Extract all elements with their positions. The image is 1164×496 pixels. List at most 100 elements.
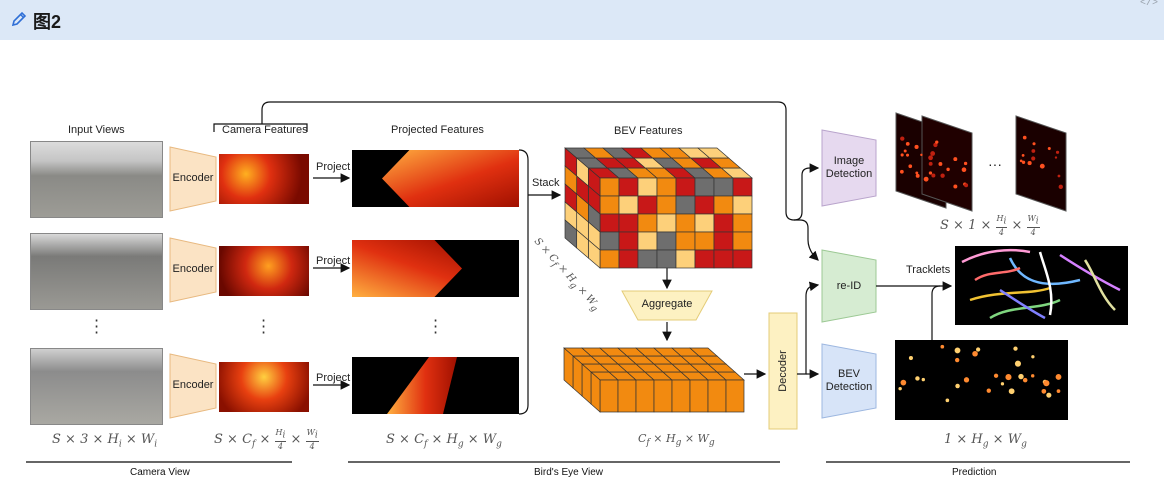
input-view-photo-2 — [30, 233, 163, 310]
project-label-2: Project — [316, 255, 351, 267]
bev-front-cell — [618, 213, 639, 233]
bev-front-cell — [694, 231, 715, 251]
flat-front-cell — [617, 379, 637, 413]
encoder-shape-2 — [169, 237, 217, 303]
bev-detection-dot — [975, 347, 981, 352]
aggregate-label: Aggregate — [641, 298, 693, 310]
decoder-box — [768, 312, 798, 430]
prediction-section-label: Prediction — [952, 467, 997, 478]
vertical-ellipsis-1: ··· — [94, 311, 100, 342]
heatmap-dot — [920, 153, 923, 157]
bev-front-cell — [656, 177, 677, 197]
bev-detection-dot — [963, 377, 970, 383]
bev-front-cell — [732, 249, 753, 269]
heatmap-dot — [946, 167, 950, 172]
bev-front-cell — [618, 249, 639, 269]
bev-detection-panel — [895, 340, 1068, 420]
flat-front-cell — [599, 379, 619, 413]
project-label-3: Project — [316, 372, 351, 384]
bev-detection-dot — [993, 373, 999, 378]
stack-label: Stack — [532, 177, 560, 189]
bev-detection-dot — [1041, 388, 1047, 394]
bev-detection-dot — [1022, 377, 1028, 383]
input-shape-formula: S × 3 × Hi × Wi — [52, 432, 158, 450]
bev-front-cell — [637, 249, 658, 269]
pencil-icon[interactable] — [10, 10, 28, 28]
image-detection-label: Image Detection — [825, 155, 873, 180]
reid-label: re-ID — [836, 280, 862, 292]
bev-detection-dot — [1046, 392, 1052, 398]
bev-front-cell — [675, 249, 696, 269]
camera-features-bracket — [213, 123, 308, 132]
heatmap-dot — [1047, 147, 1051, 151]
bev-front-cell — [713, 213, 734, 233]
bev-front-cell — [713, 177, 734, 197]
skip-connection-line — [261, 101, 809, 240]
bev-front-cell — [732, 195, 753, 215]
figure-title: 图2 — [33, 12, 62, 32]
encoder-shape-3 — [169, 353, 217, 419]
bev-detection-dot — [1014, 360, 1021, 367]
vertical-ellipsis-3: ··· — [433, 311, 439, 342]
heatmap-dot — [1055, 150, 1060, 154]
heatmap-dot — [953, 184, 958, 189]
heatmap-dot — [963, 161, 968, 166]
image-detection-branch — [793, 163, 820, 221]
bev-front-cell — [656, 213, 677, 233]
birds-eye-view-section-label: Bird's Eye View — [534, 467, 603, 478]
bev-detection-dot — [945, 398, 950, 403]
heatmap-dot — [928, 161, 933, 166]
bev-front-cell — [618, 177, 639, 197]
bev-detection-dot — [915, 376, 920, 381]
flat-front-cell — [689, 379, 709, 413]
reid-branch — [807, 239, 819, 261]
bev-features-grid — [564, 147, 753, 269]
heatmap-dot — [905, 153, 910, 157]
bev-front-cell — [637, 195, 658, 215]
heatmap-dot — [938, 162, 943, 166]
bev-front-cell — [675, 177, 696, 197]
heatmap-dot — [1031, 149, 1036, 153]
bev-top-cell — [697, 147, 730, 159]
bev-detection-dot — [908, 355, 913, 361]
heatmap-dot — [914, 144, 919, 150]
bev-detection-dot — [972, 350, 978, 357]
bev-detection-dot — [1013, 346, 1018, 351]
bev-detection-shape — [821, 343, 877, 419]
flat-front-cell — [635, 379, 655, 413]
heatmap-dot — [1021, 154, 1025, 157]
bev-side-cell — [564, 219, 578, 249]
heatmap-dot — [933, 142, 938, 148]
bev-detection-dots — [898, 344, 1062, 403]
bev-front-cell — [732, 231, 753, 251]
bev-front-cell — [599, 213, 620, 233]
encoder-shape-1 — [169, 146, 217, 212]
bev-detection-dot — [940, 344, 945, 349]
heatmap-dot — [1032, 142, 1036, 146]
heatmap-ellipsis: ··· — [988, 156, 1002, 172]
reid-shape — [821, 249, 877, 323]
bev-detection-dot — [954, 347, 961, 354]
heatmap-dot — [930, 151, 936, 156]
bev-detection-dot — [955, 357, 960, 363]
bev-detection-dot — [921, 377, 925, 382]
heatmap-dot — [1019, 159, 1023, 163]
heatmap-dot — [1031, 156, 1036, 161]
projected-feature-map-1 — [352, 150, 519, 207]
camera-feature-map-3 — [219, 362, 309, 412]
bev-detection-dot — [1031, 355, 1035, 359]
aggregated-bev-grid — [563, 347, 745, 413]
heatmap-dot — [923, 176, 929, 182]
bev-front-cell — [599, 231, 620, 251]
bev-front-cell — [694, 249, 715, 269]
bev-front-cell — [618, 231, 639, 251]
bev-front-cell — [694, 195, 715, 215]
code-view-icon[interactable]: </> — [1139, 0, 1158, 9]
bev-front-cell — [675, 213, 696, 233]
encoder-label-1: Encoder — [172, 172, 214, 184]
tracklet-curves — [961, 248, 1121, 320]
bev-detection-label: BEV Detection — [825, 368, 873, 393]
flat-side-cell — [563, 347, 574, 389]
heatmap-dot — [964, 183, 969, 188]
